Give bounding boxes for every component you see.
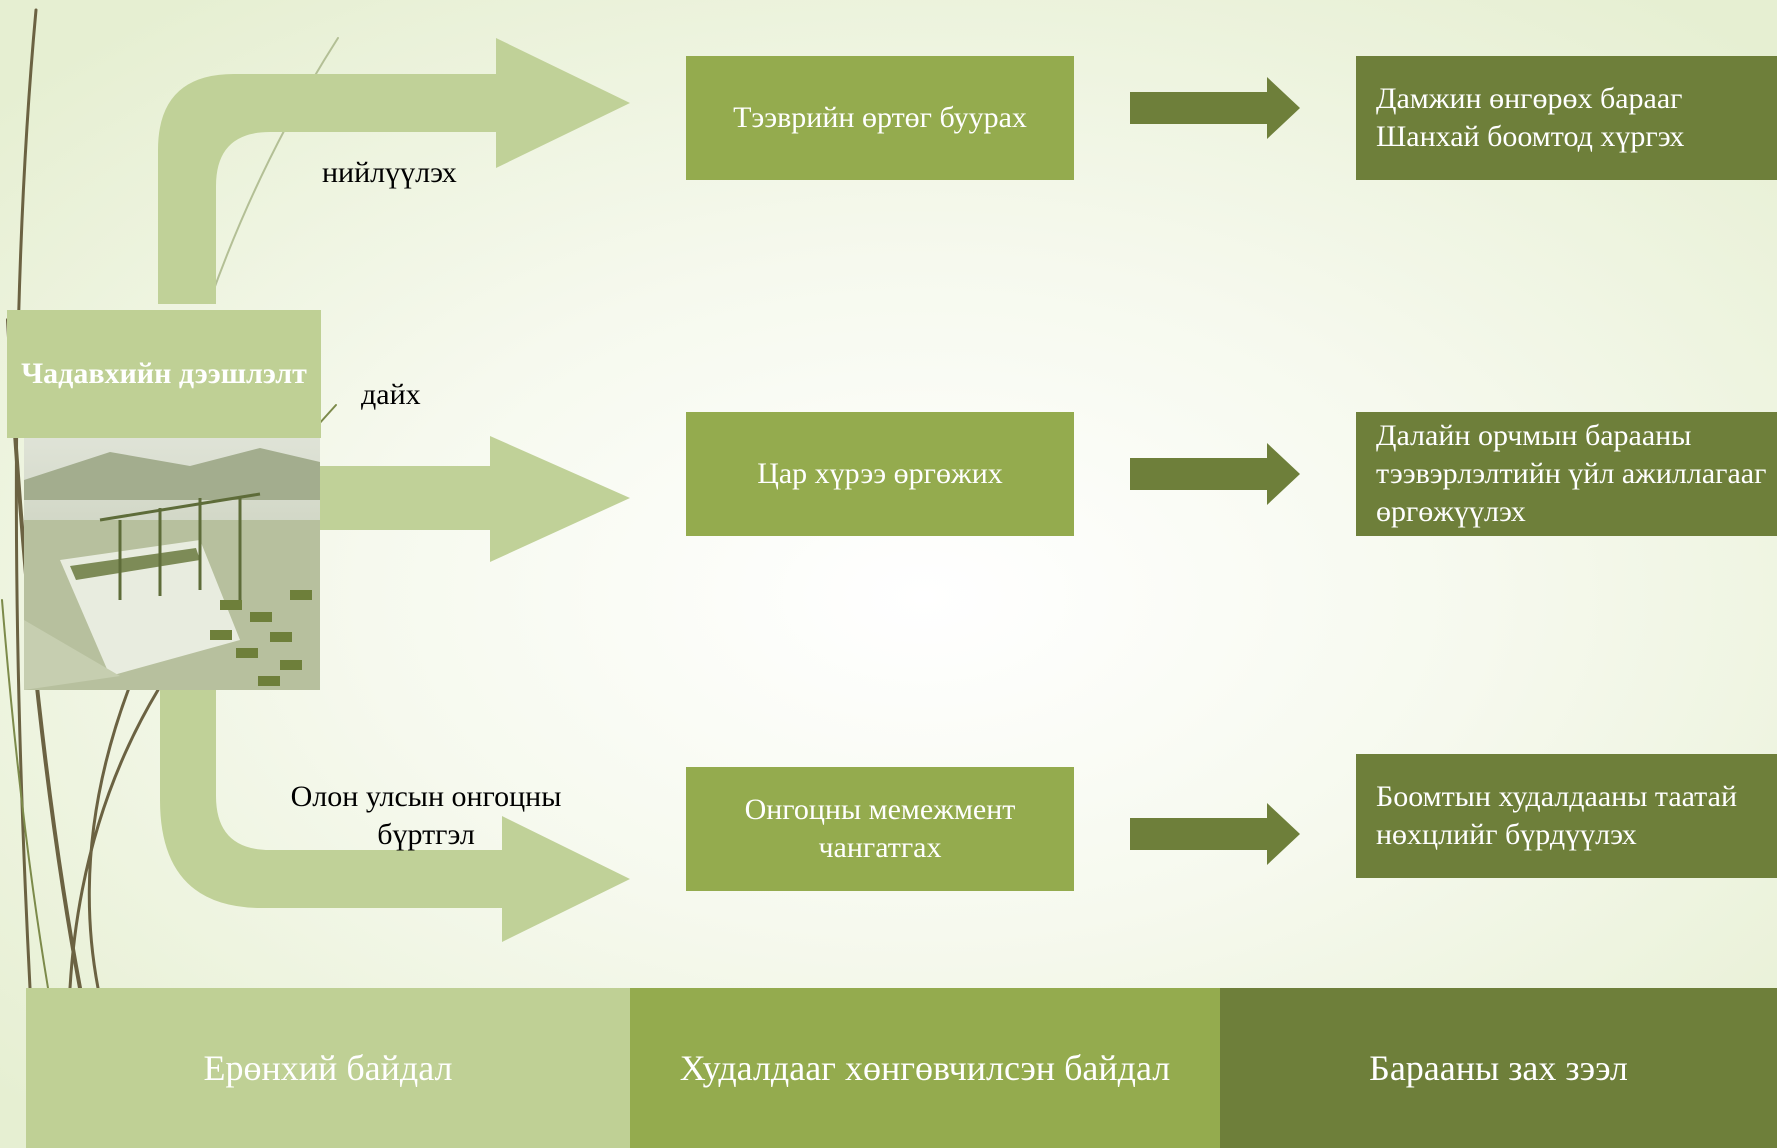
stage-goods-market: Барааны зах зээл xyxy=(1220,988,1777,1148)
branch-label-middle: дайх xyxy=(361,378,421,411)
outcome-box-port-trade: Боомтын худалдааны таатай нөхцлийг бүрдү… xyxy=(1356,754,1777,878)
outcome-box-shipping: Далайн орчмын барааны тээвэрлэлтийн үйл … xyxy=(1356,412,1777,536)
stage-general: Ерөнхий байдал xyxy=(26,988,630,1148)
port-photo xyxy=(24,438,320,690)
stage-trade-facilitation: Худалдааг хөнгөвчилсэн байдал xyxy=(630,988,1220,1148)
small-arrow-3 xyxy=(1130,803,1300,865)
effect-box-scope: Цар хүрээ өргөжих xyxy=(686,412,1074,536)
capability-caption: Чадавхийн дээшлэлт xyxy=(7,310,321,438)
outcome-box-transit: Дамжин өнгөрөх барааг Шанхай боомтод хүр… xyxy=(1356,56,1777,180)
small-arrow-2 xyxy=(1130,443,1300,505)
effect-box-cost: Тээврийн өртөг буурах xyxy=(686,56,1074,180)
small-arrow-1 xyxy=(1130,77,1300,139)
curved-arrow-up xyxy=(158,38,630,304)
curved-arrow-down xyxy=(160,688,630,942)
branch-label-registry: Олон улсын онгоцны бүртгэл xyxy=(290,780,562,851)
branch-label-supply: нийлүүлэх xyxy=(322,156,457,189)
effect-box-management: Онгоцны мемежмент чангатгах xyxy=(686,767,1074,891)
straight-arrow-middle xyxy=(318,436,630,562)
